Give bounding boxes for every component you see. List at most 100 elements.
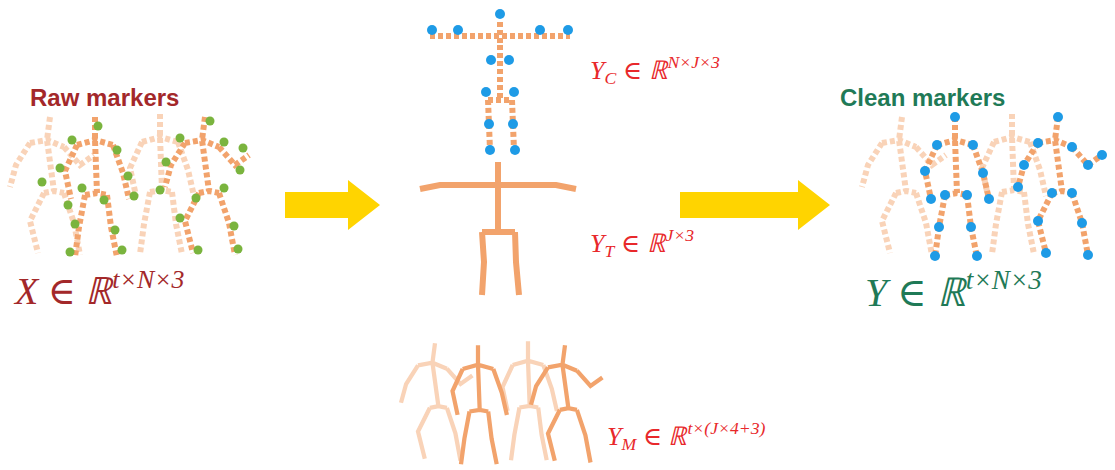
clean-marker-panel: Clean markers Y ∈ ℝt×N×3 (838, 84, 1110, 319)
marker-dot (1013, 182, 1023, 192)
marker-dot (940, 190, 950, 200)
marker-dot (932, 140, 942, 150)
marker-dot (220, 184, 229, 193)
marker-dot (962, 190, 972, 200)
dotted-skeleton (925, 117, 989, 257)
marker-dot (1047, 188, 1057, 198)
marker-dot (1067, 188, 1077, 198)
dotted-skeleton (165, 117, 249, 255)
marker-dot (934, 222, 944, 232)
marker-dot (485, 145, 495, 155)
marker-dot (978, 168, 988, 178)
marker-dot (230, 222, 239, 231)
marker-dot (563, 25, 573, 35)
marker-dot (1033, 216, 1043, 226)
motion-skeleton (531, 345, 602, 462)
marker-dot (234, 245, 243, 254)
faded-skeleton (982, 114, 1046, 254)
rest-skeleton-figure: YT ∈ ℝJ×3 (415, 155, 580, 300)
marker-dot (1067, 142, 1077, 152)
marker-dot (111, 226, 120, 235)
raw-marker-dots (38, 117, 248, 257)
raw-skeletons (10, 114, 249, 257)
marker-dot (1033, 138, 1043, 148)
faded-skeleton (862, 117, 946, 255)
marker-dot (1083, 160, 1093, 170)
marker-dot (68, 136, 77, 145)
marker-dot (504, 55, 514, 65)
math-formula: YC ∈ ℝN×J×3 (590, 52, 720, 89)
marker-dot (236, 166, 245, 175)
math-formula: YT ∈ ℝJ×3 (590, 225, 694, 262)
marker-dot (176, 134, 185, 143)
dotted-skeleton (65, 117, 129, 257)
marker-dot (1097, 150, 1107, 160)
marker-dot (484, 119, 494, 129)
marker-dot (94, 122, 103, 131)
dotted-skeleton (1018, 117, 1102, 255)
marker-dot (220, 138, 229, 147)
marker-dot (1083, 250, 1093, 260)
marker-template-figure: YC ∈ ℝN×J×3 (425, 12, 575, 155)
math-formula: Y ∈ ℝt×N×3 (865, 264, 1042, 317)
math-formula: X ∈ ℝt×N×3 (15, 264, 185, 315)
faded-skeleton (10, 117, 94, 255)
marker-dot (984, 194, 994, 204)
marker-dot (510, 145, 520, 155)
motion-figure: YM ∈ ℝt×(J×4+3) (395, 338, 600, 464)
template-skeleton (430, 22, 570, 150)
panel-title: Raw markers (30, 84, 179, 113)
marker-dot (118, 246, 127, 255)
marker-dot (71, 220, 80, 229)
marker-dot (508, 119, 518, 129)
marker-dot (972, 251, 982, 261)
marker-dot (535, 25, 545, 35)
marker-dot (930, 251, 940, 261)
marker-dot (1041, 248, 1051, 258)
panel-title: Clean markers (840, 84, 1005, 113)
flow-arrow (285, 180, 380, 230)
flow-arrow (680, 180, 830, 230)
marker-dot (162, 158, 171, 167)
marker-dot (920, 166, 930, 176)
marker-dot (156, 186, 165, 195)
marker-dot (100, 196, 109, 205)
marker-dot (1077, 218, 1087, 228)
marker-dot (192, 194, 201, 203)
marker-dot (486, 55, 496, 65)
faded-skeleton (130, 114, 194, 254)
raw-marker-panel: Raw markers X ∈ ℝt×N×3 (10, 84, 250, 317)
marker-dot (38, 178, 47, 187)
math-formula: YM ∈ ℝt×(J×4+3) (607, 418, 765, 455)
marker-dot (1053, 112, 1063, 122)
clean-skeletons (862, 114, 1102, 257)
marker-dot (968, 140, 978, 150)
marker-dot (78, 184, 87, 193)
marker-dot (966, 222, 976, 232)
marker-dot (113, 146, 122, 155)
marker-dot (239, 144, 248, 153)
marker-dot (194, 246, 203, 255)
marker-dot (926, 194, 936, 204)
marker-dot (509, 87, 519, 97)
marker-dot (495, 9, 505, 19)
marker-dot (56, 164, 65, 173)
marker-dot (481, 87, 491, 97)
template-marker-dots (427, 9, 573, 155)
rest-skeleton (420, 162, 576, 295)
faded-skeleton (401, 343, 472, 460)
marker-dot (66, 248, 75, 257)
motion-skeletons (401, 341, 602, 464)
marker-dot (427, 25, 437, 35)
marker-dot (950, 112, 960, 122)
marker-dot (64, 201, 73, 210)
motion-skeleton (453, 345, 507, 464)
marker-dot (206, 117, 215, 126)
marker-dot (453, 25, 463, 35)
marker-dot (130, 192, 139, 201)
marker-dot (124, 172, 133, 181)
marker-dot (176, 214, 185, 223)
